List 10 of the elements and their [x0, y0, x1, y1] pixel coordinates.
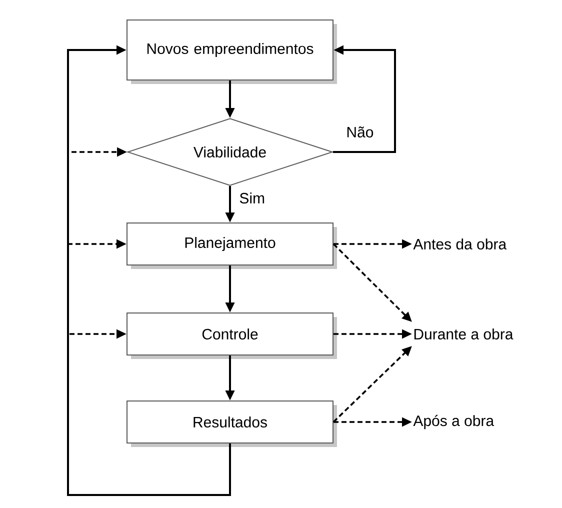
outcome-text: Antes da obra [413, 238, 507, 250]
process-box: Planejamento [126, 222, 337, 269]
outcome-text: Durante a obra [414, 328, 514, 340]
outcome-text: Após a obra [413, 414, 494, 430]
edge-label: Não [345, 126, 375, 138]
arrow [67, 45, 231, 496]
process-box: Novos empreendimentos [126, 20, 337, 84]
edge-label: Sim [238, 192, 266, 204]
process-box: Resultados [126, 400, 337, 447]
process-box: Controle [126, 312, 337, 359]
